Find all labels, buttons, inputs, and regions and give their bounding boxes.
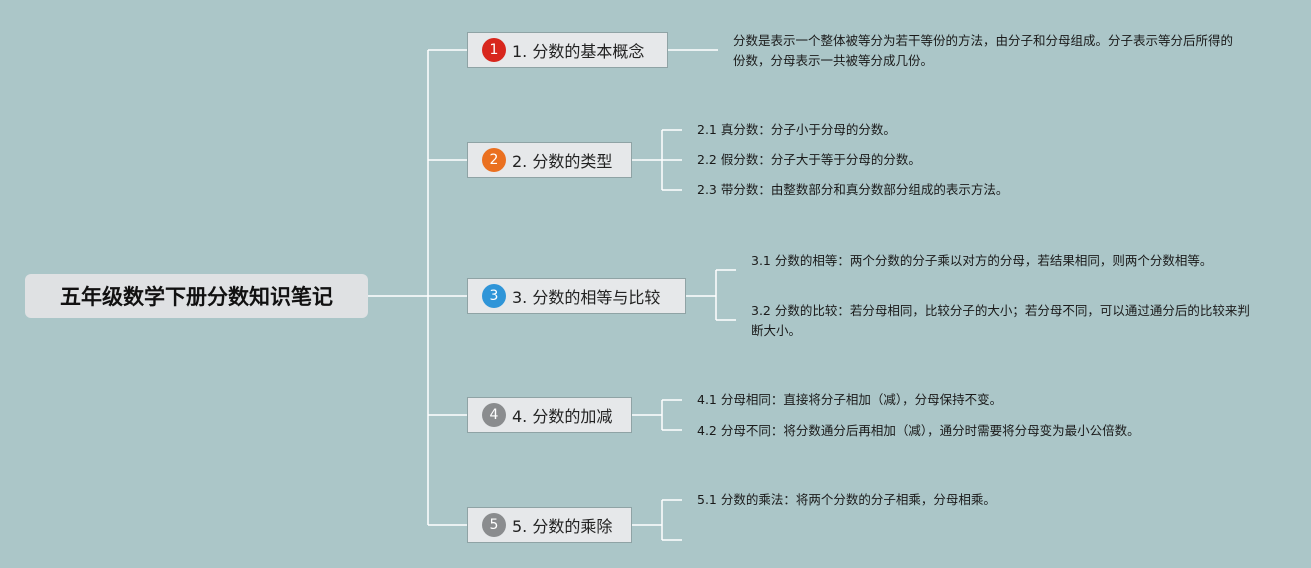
branch-label: 2. 分数的类型 [512, 152, 613, 171]
leaf-topic-4-1[interactable]: 4.1 分母相同：直接将分子相加（减），分母保持不变。 [697, 392, 1003, 407]
leaf-topic-2-2[interactable]: 2.2 假分数：分子大于等于分母的分数。 [697, 152, 921, 167]
root-topic[interactable]: 五年级数学下册分数知识笔记 [25, 274, 368, 318]
priority-5-icon: 5 [482, 513, 506, 537]
leaf-topic-3-2[interactable]: 3.2 分数的比较：若分母相同，比较分子的大小；若分母不同，可以通过通分后的比较… [751, 303, 1250, 338]
branch-label: 5. 分数的乘除 [512, 517, 613, 536]
branch-label: 4. 分数的加减 [512, 407, 613, 426]
branch-topic-2[interactable]: 2 2. 分数的类型 [467, 142, 632, 178]
branch-topic-3[interactable]: 3 3. 分数的相等与比较 [467, 278, 686, 314]
leaf-topic-1-1[interactable]: 分数是表示一个整体被等分为若干等份的方法，由分子和分母组成。分子表示等分后所得的… [733, 33, 1234, 68]
branch-label: 1. 分数的基本概念 [512, 42, 645, 61]
priority-1-icon: 1 [482, 38, 506, 62]
leaf-topic-3-1[interactable]: 3.1 分数的相等：两个分数的分子乘以对方的分母，若结果相同，则两个分数相等。 [751, 253, 1213, 268]
branch-topic-1[interactable]: 1 1. 分数的基本概念 [467, 32, 668, 68]
branch-label: 3. 分数的相等与比较 [512, 288, 661, 307]
leaf-topic-5-1[interactable]: 5.1 分数的乘法：将两个分数的分子相乘，分母相乘。 [697, 492, 996, 507]
priority-2-icon: 2 [482, 148, 506, 172]
branch-topic-5[interactable]: 5 5. 分数的乘除 [467, 507, 632, 543]
leaf-topic-2-1[interactable]: 2.1 真分数：分子小于分母的分数。 [697, 122, 896, 137]
leaf-topic-4-2[interactable]: 4.2 分母不同：将分数通分后再相加（减），通分时需要将分母变为最小公倍数。 [697, 423, 1140, 438]
leaf-topic-2-3[interactable]: 2.3 带分数：由整数部分和真分数部分组成的表示方法。 [697, 182, 1009, 197]
priority-4-icon: 4 [482, 403, 506, 427]
branch-topic-4[interactable]: 4 4. 分数的加减 [467, 397, 632, 433]
priority-3-icon: 3 [482, 284, 506, 308]
